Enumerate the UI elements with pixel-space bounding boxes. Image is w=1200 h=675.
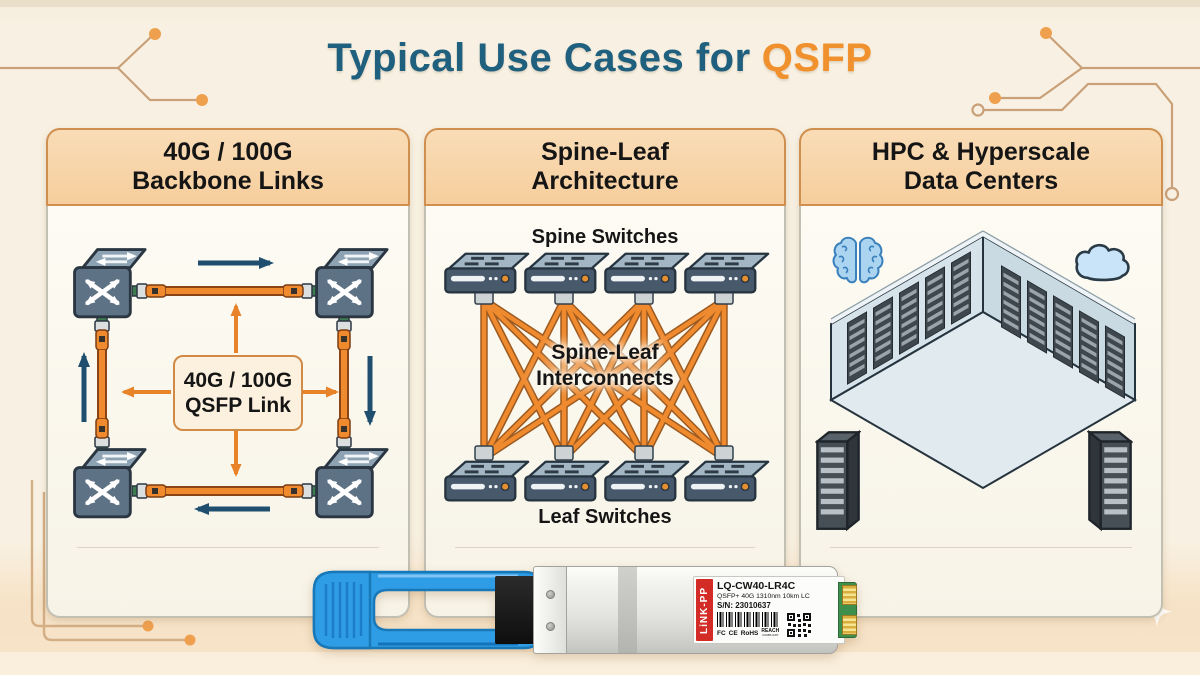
crossbar-switch-cube-icon xyxy=(75,450,146,517)
brand-logo: LiNK-PP xyxy=(699,586,710,634)
datacenter-diagram xyxy=(816,230,1137,530)
page-title-highlight: QSFP xyxy=(761,36,873,80)
gold-fingers xyxy=(842,615,857,635)
panel-spine-leaf-header: Spine-Leaf Architecture xyxy=(424,128,786,206)
rohs-mark: RoHS xyxy=(740,629,759,637)
rack-switch-icon xyxy=(523,460,610,502)
rack-switch-icon xyxy=(683,252,770,294)
crossbar-switch-cube-icon xyxy=(317,450,388,517)
brain-icon xyxy=(832,236,884,284)
panel-divider xyxy=(76,547,380,548)
interconnects-label: Spine-Leaf Interconnects xyxy=(536,341,674,391)
edge-connector-pcb xyxy=(838,582,857,638)
crossbar-switch-cube-icon xyxy=(75,250,146,317)
fcc-mark: FC xyxy=(717,629,726,637)
panel-divider xyxy=(454,547,756,548)
ce-mark: CE xyxy=(728,629,738,637)
rack-switch-icon xyxy=(523,252,610,294)
rack-switch-icon xyxy=(443,252,530,294)
link-callout-arrows xyxy=(121,303,339,477)
brand-band: LiNK-PP xyxy=(696,579,713,641)
module-faceplate xyxy=(533,566,567,654)
rack-switch-icon xyxy=(443,460,530,502)
model-number: LQ-CW40-LR4C xyxy=(717,580,796,592)
server-cabinet-icon xyxy=(1088,431,1132,530)
panel-backbone-body: 40G / 100G QSFP Link xyxy=(46,206,410,618)
module-label: LiNK-PP LQ-CW40-LR4C QSFP+ 40G 1310nm 10… xyxy=(693,576,845,644)
panel-hpc-datacenters: HPC & Hyperscale Data Centers xyxy=(799,128,1163,618)
rack-switch-icon xyxy=(683,460,770,502)
spine-switches-label: Spine Switches xyxy=(531,226,679,248)
module-cage-block xyxy=(495,576,537,644)
module-grip-band xyxy=(618,567,637,653)
panel-backbone-links: 40G / 100G Backbone Links xyxy=(46,128,410,618)
qsfp-link-label: 40G / 100G QSFP Link xyxy=(173,355,303,431)
spec-line: QSFP+ 40G 1310nm 10km LC xyxy=(717,593,810,600)
leaf-switches-label: Leaf Switches xyxy=(538,506,672,528)
server-cabinet-icon xyxy=(816,431,860,530)
gold-fingers xyxy=(842,585,857,605)
top-edge-band xyxy=(0,0,1200,7)
spine-leaf-diagram xyxy=(443,252,770,502)
serial-number: S/N: 23010637 xyxy=(717,601,771,610)
qsfp-transceiver-module: LiNK-PP LQ-CW40-LR4C QSFP+ 40G 1310nm 10… xyxy=(308,560,860,664)
panel-backbone-header: 40G / 100G Backbone Links xyxy=(46,128,410,206)
barcode xyxy=(717,612,779,627)
cloud-icon xyxy=(1075,243,1130,282)
panel-spine-leaf-body: Spine Switches Spine-Leaf Interconnects … xyxy=(424,206,786,618)
crossbar-switch-cube-icon xyxy=(317,250,388,317)
wall-rim xyxy=(829,230,1137,324)
qr-code xyxy=(786,612,812,638)
panel-spine-leaf: Spine-Leaf Architecture Spine Switches xyxy=(424,128,786,618)
screw-icon xyxy=(546,622,555,631)
panel-hpc-header: HPC & Hyperscale Data Centers xyxy=(799,128,1163,206)
page-title-text: Typical Use Cases for xyxy=(327,36,751,80)
screw-icon xyxy=(546,590,555,599)
qsfp-connector-icon xyxy=(132,283,166,299)
panel-hpc-body xyxy=(799,206,1163,618)
rack-switch-icon xyxy=(603,252,690,294)
rack-switch-icon xyxy=(603,460,690,502)
panel-divider xyxy=(829,547,1133,548)
traffic-direction-arrows xyxy=(78,257,376,515)
backbone-diagram xyxy=(48,206,408,618)
